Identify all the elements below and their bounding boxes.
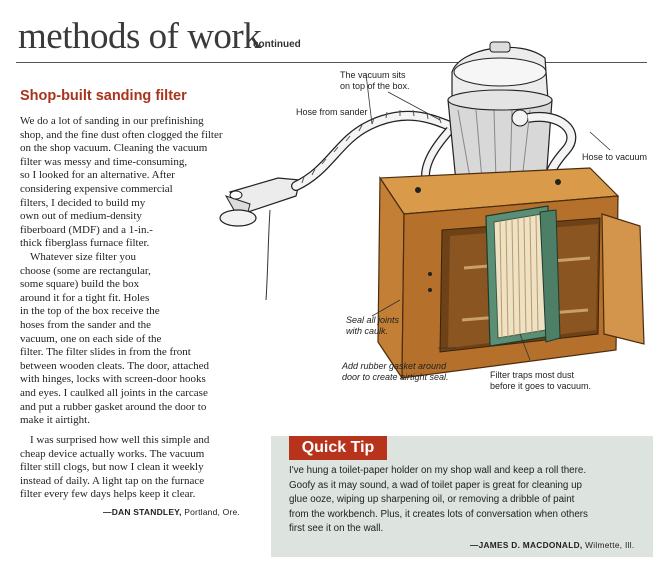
article-title: Shop-built sanding filter bbox=[20, 88, 187, 104]
body-line: filter was messy and time-consuming, bbox=[20, 155, 188, 168]
article-paragraph-2: Whatever size filter you choose (some ar… bbox=[20, 251, 209, 428]
callout-hose-to-vacuum: Hose to vacuum bbox=[582, 152, 648, 162]
body-line: vacuum, one on each side of the bbox=[20, 332, 162, 345]
body-line: We do a lot of sanding in our prefinishi… bbox=[20, 115, 204, 127]
tip-author: —JAMES D. MACDONALD, bbox=[470, 540, 583, 550]
body-line: choose (some are rectangular, bbox=[20, 264, 151, 277]
body-line: shop, and the fine dust often clogged th… bbox=[20, 128, 223, 141]
body-line: I was surprised how well this simple and bbox=[30, 434, 210, 446]
callout-line: before it goes to vacuum. bbox=[490, 380, 592, 391]
quick-tip-body: I've hung a toilet-paper holder on my sh… bbox=[289, 464, 588, 537]
body-line: filters, I decided to build my bbox=[20, 196, 146, 209]
body-line: fiberboard (MDF) and a 1-in.- bbox=[20, 223, 153, 236]
callout-filter-traps: Filter traps most dust before it goes to… bbox=[490, 370, 591, 391]
tip-line: first see it on the wall. bbox=[289, 523, 384, 534]
body-line: cheap device actually works. The vacuum bbox=[20, 447, 205, 460]
tip-location: Wilmette, Ill. bbox=[585, 540, 635, 550]
quick-tip-tab: Quick Tip bbox=[289, 436, 387, 460]
body-line: on the shop vacuum. Cleaning the vacuum bbox=[20, 142, 208, 155]
body-line: between wooden cleats. The door, attache… bbox=[20, 359, 210, 372]
callout-seal-joints: Seal all joints with caulk. bbox=[346, 315, 399, 336]
body-line: around it for a tight fit. Holes bbox=[20, 291, 150, 304]
callout-line: on top of the box. bbox=[340, 80, 410, 91]
callout-line: Filter traps most dust bbox=[490, 370, 575, 380]
callout-line: Add rubber gasket around bbox=[342, 361, 447, 371]
body-line: thick fiberglass furnace filter. bbox=[20, 237, 150, 250]
body-line: filter still clogs, but now I clean it w… bbox=[20, 461, 204, 474]
callout-line: The vacuum sits bbox=[340, 70, 406, 80]
quick-tip-byline: —JAMES D. MACDONALD, Wilmette, Ill. bbox=[470, 540, 634, 550]
tip-line: I've hung a toilet-paper holder on my sh… bbox=[289, 465, 587, 476]
body-line: instead of daily. A light tap on the fur… bbox=[20, 474, 205, 487]
body-line: and eyes. I caulked all joints in the ca… bbox=[20, 386, 208, 399]
body-line: in the top of the box receive the bbox=[20, 305, 160, 318]
body-line: with hinges, locks with screen-door hook… bbox=[20, 373, 206, 386]
sander-assembly bbox=[219, 177, 301, 301]
article-location: Portland, Ore. bbox=[184, 507, 240, 517]
article-author: —DAN STANDLEY, bbox=[103, 507, 182, 517]
leader-lines bbox=[365, 73, 611, 361]
body-line: filter. The filter slides in from the fr… bbox=[20, 346, 191, 359]
body-line: considering expensive commercial bbox=[20, 182, 173, 195]
body-line: and put a rubber gasket around the door … bbox=[20, 400, 207, 413]
callout-line: with caulk. bbox=[346, 325, 389, 336]
section-subtitle: continued bbox=[253, 39, 301, 50]
callout-line: door to create airtight seal. bbox=[342, 371, 449, 382]
section-header: methods of work continued bbox=[16, 14, 656, 60]
quick-tip-title: Quick Tip bbox=[301, 439, 375, 456]
body-line: some square) build the box bbox=[20, 278, 140, 291]
tip-line: glue ooze, wiping up sharpening oil, or … bbox=[289, 494, 575, 505]
body-line: filter every few days helps keep it clea… bbox=[20, 488, 196, 501]
article-paragraph-1: We do a lot of sanding in our prefinishi… bbox=[20, 115, 223, 251]
body-line: so I looked for an alternative. After bbox=[20, 169, 175, 182]
section-title: methods of work bbox=[18, 16, 262, 57]
callout-gasket: Add rubber gasket around door to create … bbox=[342, 361, 449, 382]
shop-vacuum bbox=[447, 41, 553, 199]
header-rule bbox=[16, 62, 647, 63]
tip-line: Goofy as it may sound, a wad of toilet p… bbox=[289, 479, 582, 491]
callout-line: Seal all joints bbox=[346, 315, 400, 325]
sanding-filter-illustration bbox=[219, 41, 645, 380]
body-line: hoses from the sander and the bbox=[20, 318, 152, 331]
body-line: own out of medium-density bbox=[20, 210, 142, 223]
callout-hose-from-sander: Hose from sander bbox=[296, 107, 368, 117]
body-line: make it airtight. bbox=[20, 414, 90, 427]
article-paragraph-3: I was surprised how well this simple and… bbox=[20, 434, 209, 502]
article-byline: —DAN STANDLEY, Portland, Ore. bbox=[103, 507, 240, 517]
body-line: Whatever size filter you bbox=[30, 251, 136, 263]
furnace-filter bbox=[485, 205, 561, 347]
callout-vacuum-sits: The vacuum sits on top of the box. bbox=[340, 70, 410, 91]
tip-line: from the workbench. Plus, it creates lot… bbox=[289, 508, 588, 520]
